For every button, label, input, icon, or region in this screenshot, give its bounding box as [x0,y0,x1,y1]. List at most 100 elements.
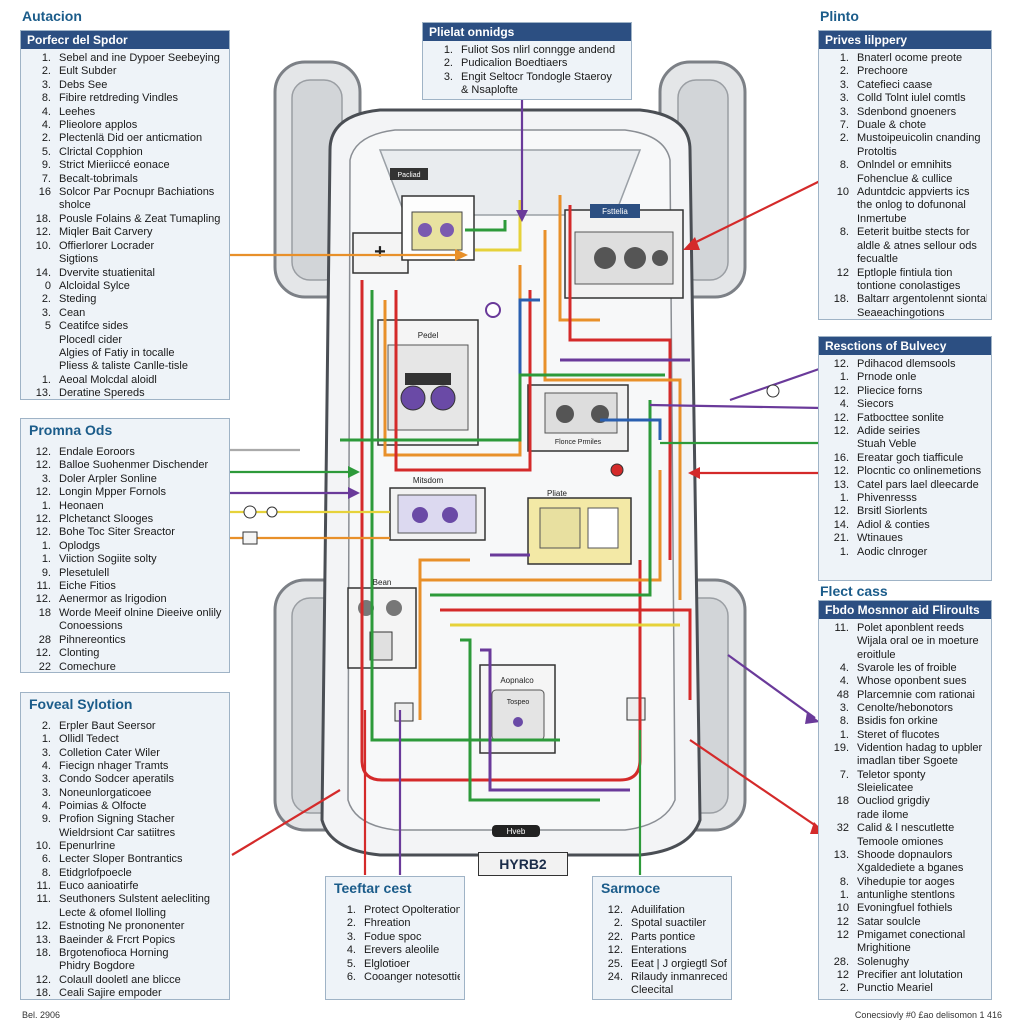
item-text: Aduntdcic appvierts ics [857,186,970,199]
item-number: 4. [839,398,849,411]
item-number [823,782,857,795]
item-number: 18 [836,795,849,808]
item-text: Alcloidal Sylce [59,279,130,292]
list-item: 1.Oplodgs [25,540,225,553]
connector-plug-icon [242,531,258,545]
item-number: 4. [41,105,51,118]
lower-center-label: Aopnalco [500,676,534,685]
list-item: 7.Teletor sponty [823,769,987,782]
item-number [823,307,857,320]
list-item: 10.Offierlorer Locrader [25,240,225,253]
item-number: 3. [41,786,51,799]
list-item: Conoessions [25,620,225,633]
item-number: 3. [839,78,849,91]
item-number: 2. [839,65,849,78]
list-item: 1.Bnaterl ocome preote [823,52,987,65]
list-item: 18.Ceali Sajire empoder [25,987,225,1000]
item-text: Catefieci caase [857,78,933,91]
item-number: 2. [443,57,453,70]
item-text: Punctio Meariel [857,982,933,995]
item-number [823,253,857,266]
item-text: Fodue spoc [364,930,422,943]
item-number: 12 [836,968,849,981]
item-number: 3. [41,746,51,759]
list-item: 3.Cenolte/hebonotors [823,702,987,715]
item-text: eroitlule [857,648,896,661]
item-number [25,620,59,633]
list-item: Cleecital [597,984,727,997]
item-text: Svarole les of froible [857,662,957,675]
model-tag: HYRB2 [478,852,568,876]
item-text: Sebel and ine Dypoer Seebeying [59,52,220,64]
item-text: Pousle Folains & Zeat Tumapling [59,212,221,225]
item-number: 2. [613,917,623,930]
connector-node-icon [266,506,278,518]
item-text: Endale Eoroors [59,446,135,458]
list-item: 6.Lecter Sloper Bontrantics [25,853,225,866]
mid-left-inner [397,494,477,534]
item-number: 4. [839,662,849,675]
item-text: Worde Meeif olnine Dieeive onlily [59,606,222,619]
item-number: 12. [833,384,849,397]
panel-title: Resctions of Bulvecy [819,337,991,355]
item-text: Lecter Sloper Bontrantics [59,853,183,866]
item-text: Wijala oral oe in moeture [857,635,979,648]
rear-plate [492,825,540,837]
item-text: Fhreation [364,917,411,930]
list-item: 1.Viiction Sogiite solty [25,553,225,566]
item-text: Adiol & conties [857,518,930,531]
item-text: Fibire retdreding Vindles [59,92,179,105]
battery-box [352,232,409,274]
item-text: Pihnereontics [59,633,126,646]
item-text: Bnaterl ocome preote [857,52,963,64]
item-number [25,334,59,347]
list-item: Lecte & ofomel llolling [25,907,225,920]
item-text: Fiecign nhager Tramts [59,760,169,773]
list-item: 21.Wtinaues [823,532,987,545]
list-item: Xgaldediete a bganes [823,862,987,875]
list-item: 2.Punctio Meariel [823,982,987,995]
item-number: 2. [41,65,51,78]
item-number: 3. [41,306,51,319]
lower-center-sub: Tospeo [507,699,530,706]
list-item: 3.Engit Seltocr Tondogle Staeroy [427,71,627,84]
item-text: Whose oponbent sues [857,675,967,688]
item-number: 1. [346,904,356,916]
list-item: 8.Fibire retdreding Vindles [25,92,225,105]
item-text: Deratine Spereds [59,387,145,400]
item-number: 1. [41,52,51,64]
item-number [823,809,857,822]
item-number: 0 [44,279,51,292]
item-text: sholce [59,199,91,212]
list-item: 2.Mustoipeuicolin cnanding [823,132,987,145]
item-number: 1. [839,888,849,901]
item-text: Enterations [631,944,687,957]
item-number: 8. [839,715,849,728]
item-text: Inmertube [857,212,907,225]
list-item: 3. Catefieci caase [823,79,987,92]
item-number: 4. [839,675,849,688]
item-number: 4. [346,944,356,957]
item-number: 28. [833,955,849,968]
control-module-tag [590,204,640,218]
list-item: Protoltis [823,146,987,159]
item-number: 1. [41,499,51,512]
item-number: 19. [833,742,849,755]
connector-node-icon [243,505,257,519]
list-item: 12.Fatbocttee sonlite [823,412,987,425]
item-text: Engit Seltocr Tondogle Staeroy [461,70,612,83]
item-text: Ereatar goch tiafficule [857,451,964,464]
list-item: 7.Becalt-tobrimals [25,173,225,186]
item-number: 3. [839,702,849,715]
lower-left-gauge-icon [386,600,402,616]
item-text: Colaull dooletl ane blicce [59,973,181,986]
list-item: 3.Sdenbond gnoeners [823,106,987,119]
lower-center-sensor-icon [513,717,523,727]
list-item: 8.Eeterit buitbe stects for [823,226,987,239]
item-text: Plocedl cider [59,333,122,346]
item-text: Mustoipeuicolin cnanding [857,132,981,145]
